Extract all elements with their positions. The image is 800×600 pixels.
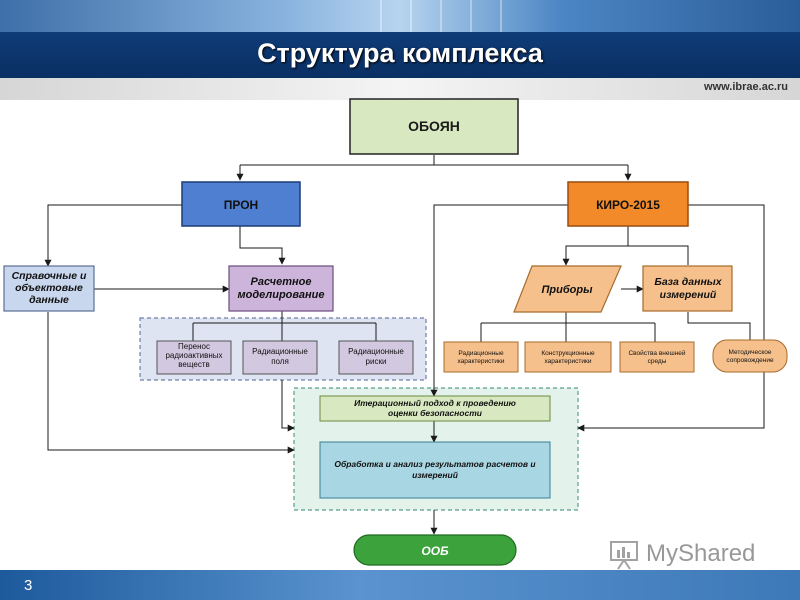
transfer-line2: радиоактивных [165, 351, 222, 360]
processing-line2: измерений [412, 470, 459, 480]
node-pron: ПРОН [181, 181, 301, 227]
calc-model-line2: моделирование [237, 289, 324, 301]
env-properties-line2: среды [648, 358, 667, 365]
calc-model-line1: Расчетное [251, 276, 312, 288]
watermark-text: MyShared [646, 540, 756, 567]
devices-label: Приборы [542, 284, 594, 296]
subtitle-bar [0, 78, 800, 100]
rad-fields-line1: Радиационные [252, 347, 308, 356]
reference-data-line2: объектовые [15, 282, 83, 294]
kiro-label: КИРО-2015 [596, 198, 660, 212]
node-kiro: КИРО-2015 [567, 181, 689, 227]
database-line2: измерений [660, 289, 717, 301]
connectors [44, 155, 765, 535]
page-number: 3 [24, 577, 33, 594]
watermark-logo: MyShared [606, 536, 766, 572]
method-support-line1: Методическое [728, 349, 771, 356]
reference-data-line1: Справочные и [12, 270, 87, 282]
node-processing: Обработка и анализ результатов расчетов … [319, 441, 551, 499]
site-url: www.ibrae.ac.ru [704, 81, 788, 93]
rad-risks-line2: риски [366, 357, 387, 366]
pron-label: ПРОН [224, 198, 258, 212]
rad-fields-line2: поля [271, 357, 289, 366]
node-devices: Приборы [513, 265, 622, 313]
env-properties-line1: Свойства внешней [628, 349, 685, 357]
node-oob: ООБ [353, 534, 517, 566]
reference-data-line3: данные [29, 294, 69, 306]
title-bar: Структура комплекса [0, 32, 800, 78]
transfer-line3: веществ [178, 360, 209, 369]
constr-characteristics-line1: Конструкционные [541, 350, 595, 357]
transfer-line1: Перенос [178, 342, 210, 351]
processing-line1: Обработка и анализ результатов расчетов … [334, 459, 536, 469]
rad-characteristics-line2: характеристики [457, 358, 504, 365]
constr-characteristics-line2: характеристики [544, 358, 591, 365]
database-line1: База данных [654, 276, 722, 288]
oboyan-label: ОБОЯН [408, 118, 460, 134]
iteration-line1: Итерационный подход к проведению [354, 398, 516, 408]
slide-title: Структура комплекса [257, 38, 543, 68]
iteration-line2: оценки безопасности [388, 408, 483, 418]
node-oboyan: ОБОЯН [349, 98, 519, 155]
watermark-icon [610, 541, 638, 570]
header-decoration [0, 0, 800, 32]
method-support-line2: сопровождение [726, 357, 774, 364]
processing-label: Обработка и анализ результатов расчетов … [334, 459, 536, 480]
rad-characteristics-line1: Радиационные [458, 350, 504, 357]
rad-risks-line1: Радиационные [348, 347, 404, 356]
oob-label: ООБ [421, 544, 449, 558]
footer-bar [0, 570, 800, 600]
